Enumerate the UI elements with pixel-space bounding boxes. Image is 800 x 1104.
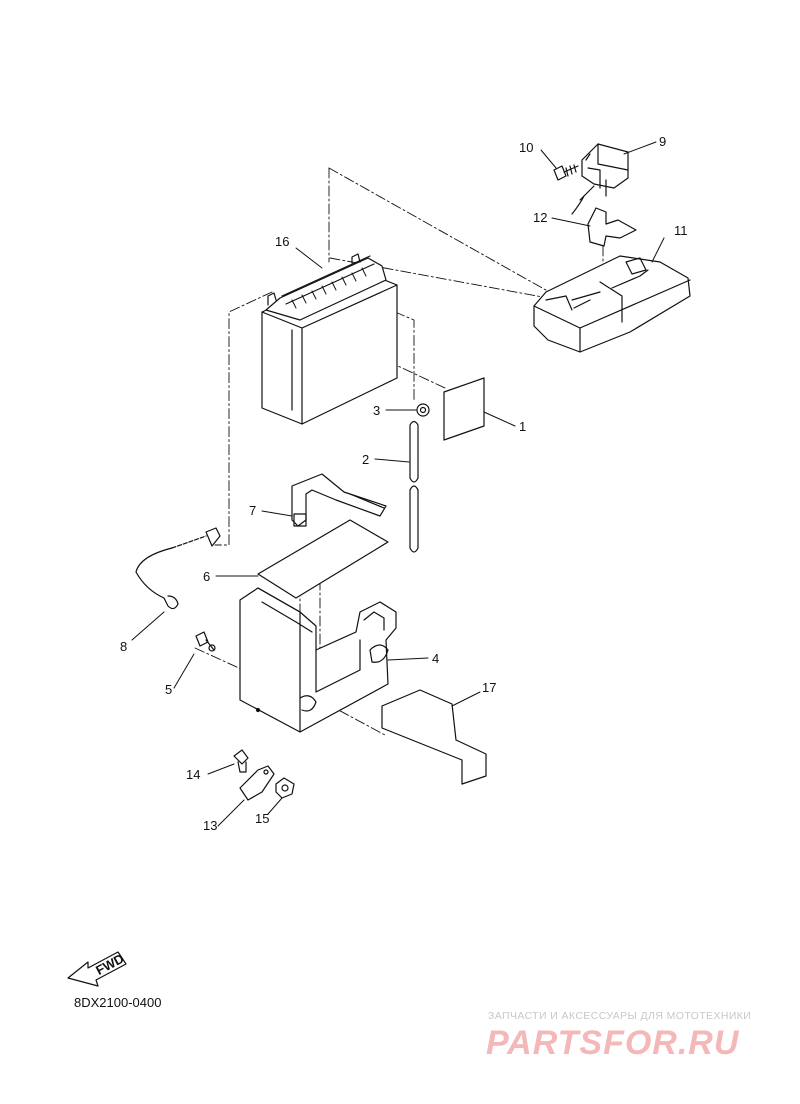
fwd-label: FWD [93,951,126,978]
part-15-nut [275,777,295,799]
watermark-brand: PARTSFOR.RU [486,1024,740,1062]
callout-10: 10 [519,140,533,155]
diagram-code: 8DX2100-0400 [74,995,162,1010]
part-11-battery-cover [533,255,691,353]
callout-9: 9 [659,134,666,149]
callout-11: 11 [674,223,688,238]
part-8-lead-wire [135,527,221,610]
part-13-terminal-cover [239,765,275,801]
callout-4: 4 [432,651,439,666]
part-14-bolt [233,749,249,773]
part-1-plate [443,377,485,441]
callout-3: 3 [373,403,380,418]
part-17-cover [381,689,487,785]
callout-15: 15 [255,811,269,826]
callout-7: 7 [249,503,256,518]
callout-labels: 1 2 3 4 5 6 7 8 9 10 11 12 13 14 15 16 1… [93,134,687,978]
battery [261,253,398,425]
part-4-battery-box [239,587,397,733]
callout-16: 16 [275,234,289,249]
callout-17: 17 [482,680,496,695]
callout-5: 5 [165,682,172,697]
fwd-arrow-icon [67,951,127,987]
part-6-pad [257,519,389,599]
part-5-bolt [195,631,216,652]
part-3-fitting [416,403,430,417]
part-7-battery-band [291,473,387,527]
callout-13: 13 [203,818,217,833]
watermark-tagline: ЗАПЧАСТИ И АКСЕССУАРЫ ДЛЯ МОТОТЕХНИКИ [488,1010,752,1022]
part-10-bolt [553,164,579,181]
part-2-breather-hose [409,420,419,553]
part-12-bracket [587,207,637,247]
part-9-starter-relay [571,143,629,215]
callout-14: 14 [186,767,200,782]
callout-2: 2 [362,452,369,467]
callout-12: 12 [533,210,547,225]
callout-1: 1 [519,419,526,434]
callout-8: 8 [120,639,127,654]
callout-6: 6 [203,569,210,584]
leader-lines [131,141,665,827]
